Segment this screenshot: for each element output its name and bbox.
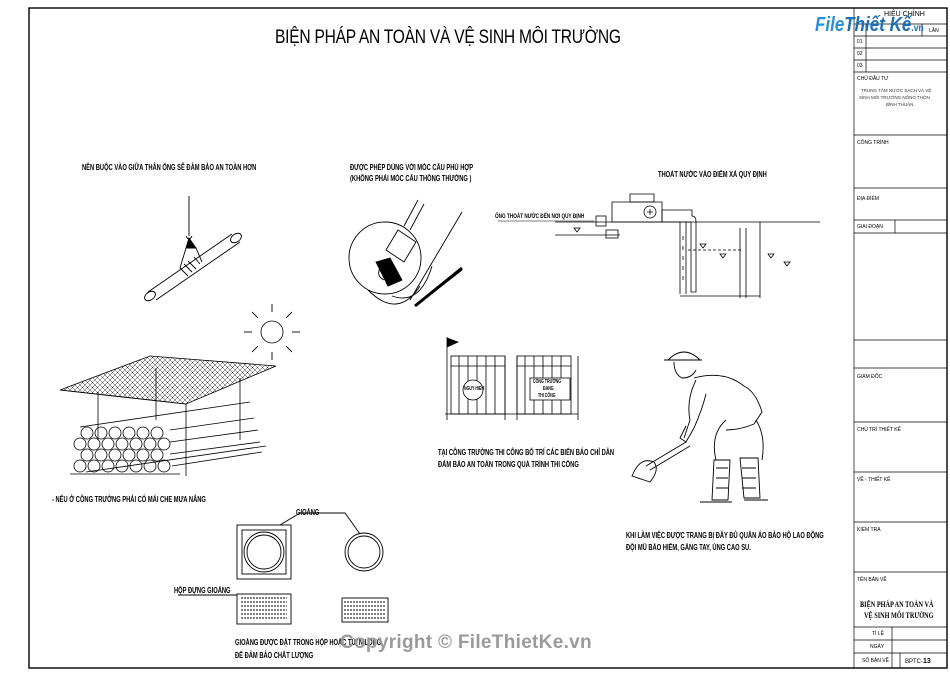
caption-gasket-box: HỘP ĐỰNG GIOĂNG	[174, 586, 231, 595]
caption-signs-line2: ĐẢM BẢO AN TOÀN TRONG QUÁ TRÌNH THI CÔNG	[438, 460, 579, 469]
sheet-number: 13	[923, 658, 931, 665]
director-label: GIÁM ĐỐC	[857, 374, 883, 380]
sheet-number-value: BPTC-13	[905, 658, 931, 665]
sheet-name-line-2: VỆ SINH MÔI TRƯỜNG	[864, 611, 934, 620]
caption-gasket-note-line2: ĐỂ ĐẢM BẢO CHẤT LƯỢNG	[235, 651, 314, 660]
gasket-illustration	[178, 512, 389, 625]
caption-gasket: GIOĂNG	[296, 508, 320, 517]
drainage-illustration	[498, 193, 820, 298]
sheet-name-line-1: BIỆN PHÁP AN TOÀN VÀ	[860, 600, 934, 609]
owner-line-2: SINH MÔI TRƯỜNG NÔNG THÔN	[859, 95, 930, 100]
checker-label: KIỂM TRA	[857, 527, 881, 533]
phase-label: GIAI ĐOẠN	[857, 224, 883, 230]
caption-drain-pipe: ỐNG THOÁT NƯỚC ĐẾN NƠI QUY ĐỊNH	[495, 213, 585, 220]
caption-tie-pipe: NÊN BUỘC VÀO GIỮA THÂN ỐNG SẼ ĐẢM BẢO AN…	[82, 163, 257, 172]
owner-line-1: TRUNG TÂM NƯỚC SẠCH VÀ VỆ	[861, 88, 932, 93]
scale-label: TỈ LỆ	[872, 631, 884, 637]
project-label: CÔNG TRÌNH	[857, 140, 889, 146]
location-label: ĐỊA ĐIỂM	[857, 196, 879, 202]
logo-suffix: .vn	[911, 23, 924, 34]
copyright-watermark: Copyright © FileThietKe.vn	[340, 632, 592, 653]
warning-signs-illustration	[445, 337, 579, 420]
revision-row-2: 02	[857, 51, 863, 57]
title-block	[853, 8, 947, 668]
date-label: NGÀY	[870, 644, 885, 650]
caption-gasket-note-line1: GIOĂNG ĐƯỢC ĐẶT TRONG HỘP HOẶC TÚI NILÔN…	[235, 638, 382, 647]
sign-site-label-2: ĐANG	[543, 386, 554, 392]
revision-row-1: 01	[857, 39, 863, 45]
sheet-border	[28, 7, 948, 669]
caption-drain: THOÁT NƯỚC VÀO ĐIỂM XẢ QUY ĐỊNH	[658, 170, 767, 179]
caption-shed: - NẾU Ở CÔNG TRƯỜNG PHẢI CÓ MÁI CHE MƯA …	[52, 495, 206, 504]
chief-designer-label: CHỦ TRÌ THIẾT KẾ	[857, 427, 901, 433]
sign-danger-label: NGUY HIỂM	[464, 386, 485, 392]
pipe-shed-illustration	[59, 304, 300, 476]
sheet-number-prefix: BPTC-	[905, 659, 923, 665]
caption-worker-line2: ĐỘI MŨ BẢO HIỂM, GĂNG TAY, ỦNG CAO SU.	[626, 543, 751, 552]
owner-line-3: BÌNH THUẬN	[886, 102, 914, 107]
revision-col-label: LẦN	[929, 28, 939, 34]
revision-header: HIỆU CHỈNH	[884, 11, 925, 18]
drawing-title: BIỆN PHÁP AN TOÀN VÀ VỆ SINH MÔI TRƯỜNG	[275, 27, 621, 48]
logo-accent: Thiết Kế	[844, 14, 912, 36]
sheet-name-label: TÊN BẢN VẼ	[857, 577, 887, 583]
filethietke-logo: FileThiết Kế.vn	[815, 14, 924, 37]
caption-signs-line1: TẠI CÔNG TRƯỜNG THI CÔNG BỐ TRÍ CÁC BIỂN…	[438, 448, 615, 457]
tied-pipe-illustration	[144, 196, 242, 302]
caption-worker-line1: KHI LÀM VIỆC ĐƯỢC TRANG BỊ ĐẦY ĐỦ QUẦN Á…	[626, 531, 824, 540]
crane-hook-illustration	[348, 199, 463, 308]
drafter-label: VẼ - THIẾT KẾ	[857, 477, 891, 483]
sign-site-label-1: CÔNG TRƯỜNG	[533, 379, 562, 385]
worker-illustration	[631, 351, 768, 503]
revision-row-3: 03	[857, 63, 863, 69]
caption-hook-line2: (KHÔNG PHẢI MÓC CẨU THÔNG THƯỜNG )	[350, 174, 472, 183]
caption-hook-line1: ĐƯỢC PHÉP DÙNG VỚI MÓC CẨU PHÙ HỢP	[350, 163, 474, 172]
owner-label: CHỦ ĐẦU TƯ	[857, 76, 889, 82]
sign-site-label-3: THI CÔNG	[538, 393, 556, 399]
sheet-number-label: SỐ BẢN VẼ	[862, 658, 889, 664]
logo-main: File	[815, 14, 845, 36]
